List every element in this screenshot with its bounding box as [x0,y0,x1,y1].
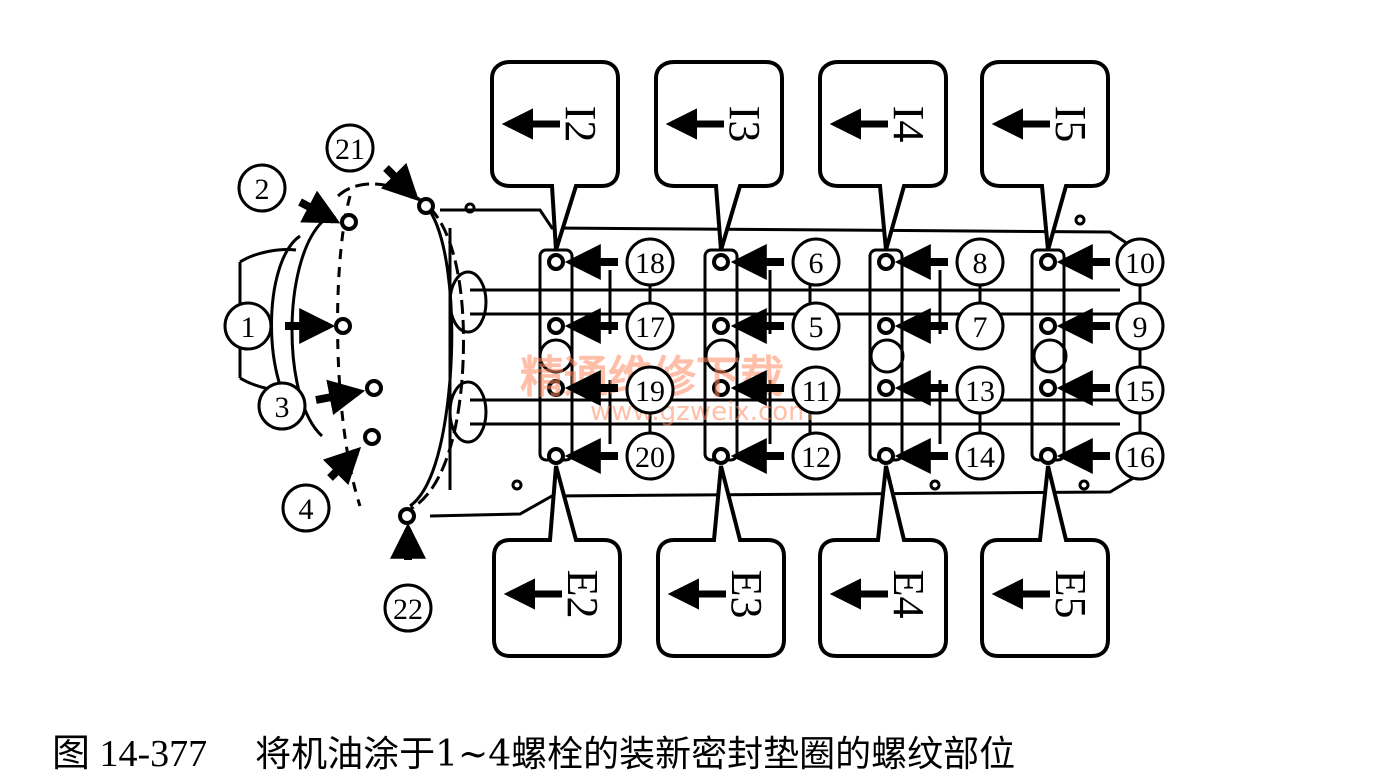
tag-top-3: I4 [818,60,948,251]
tag-top-4: I5 [980,60,1110,251]
svg-text:22: 22 [393,593,423,626]
svg-text:16: 16 [1125,441,1155,474]
bottom-tags: E2 E3 E4 E5 [492,465,1110,658]
tag-top-2: I3 [654,60,784,251]
bolt-label-3: 3 [257,381,307,431]
tag-bottom-2: E3 [656,465,786,658]
figure-caption-text: 将机油涂于1~4螺栓的装新密封垫圈的螺纹部位 [255,734,1016,775]
bolt-label-22: 22 [383,583,433,633]
bolt-label-4: 4 [281,483,331,533]
bolt-label-16: 16 [1115,431,1165,481]
svg-text:1: 1 [241,311,256,344]
bolt-label-9: 9 [1115,301,1165,351]
bolt-label-15: 15 [1115,365,1165,415]
svg-text:13: 13 [965,375,995,408]
svg-text:5: 5 [809,311,824,344]
camshaft-bolt-diagram: 精通维修下载 www.gzweix.com I2 I3 I4 I5 [223,60,1165,658]
svg-text:8: 8 [973,247,988,280]
bolt-label-8: 8 [955,237,1005,287]
tag-top-label: I2 [556,106,605,143]
tag-top-1: I2 [490,60,620,251]
svg-text:10: 10 [1125,247,1155,280]
svg-text:21: 21 [335,133,365,166]
tag-bottom-4: E5 [980,465,1110,658]
bolt-label-12: 12 [791,431,841,481]
tag-top-label: I4 [884,106,933,143]
bolt-label-14: 14 [955,431,1005,481]
tag-bottom-3: E4 [818,465,948,658]
tag-bottom-label: E4 [884,570,933,619]
bolt-label-10: 10 [1115,237,1165,287]
tag-bottom-1: E2 [492,465,622,658]
svg-text:4: 4 [299,493,314,526]
bolt-arrows [285,162,1110,560]
svg-text:9: 9 [1133,311,1148,344]
bolt-label-6: 6 [791,237,841,287]
bolt-label-19: 19 [625,365,675,415]
bolt-labels: 1 2 3 4 21 22 18 6 8 10 17 5 7 9 19 11 1… [223,123,1165,633]
tag-bottom-label: E5 [1046,570,1095,619]
watermark-url: www.gzweix.com [590,397,814,427]
top-tags: I2 I3 I4 I5 [490,60,1110,251]
tag-top-label: I5 [1046,106,1095,143]
svg-text:17: 17 [635,311,665,344]
svg-text:12: 12 [801,441,831,474]
bolt-label-5: 5 [791,301,841,351]
svg-text:6: 6 [809,247,824,280]
svg-text:15: 15 [1125,375,1155,408]
bolt-label-7: 7 [955,301,1005,351]
tag-top-label: I3 [720,106,769,143]
tag-bottom-label: E3 [722,570,771,619]
bolt-label-1: 1 [223,301,273,351]
bolt-heads [334,197,1057,525]
figure-number: 图 14-377 [52,733,208,775]
bolt-label-13: 13 [955,365,1005,415]
svg-text:2: 2 [255,173,270,206]
svg-text:20: 20 [635,441,665,474]
svg-text:18: 18 [635,247,665,280]
svg-text:19: 19 [635,375,665,408]
bolt-label-11: 11 [791,365,841,415]
tag-bottom-label: E2 [558,570,607,619]
bolt-label-20: 20 [625,431,675,481]
bolt-label-21: 21 [325,123,375,173]
figure-caption: 图 14-377 将机油涂于1~4螺栓的装新密封垫圈的螺纹部位 [52,722,1372,775]
bolt-label-2: 2 [237,163,287,213]
svg-text:14: 14 [965,441,995,474]
svg-text:11: 11 [802,375,831,408]
bolt-label-17: 17 [625,301,675,351]
bolt-label-18: 18 [625,237,675,287]
svg-text:7: 7 [973,311,988,344]
svg-text:3: 3 [275,391,290,424]
cylinder-head-outline [238,182,1142,518]
